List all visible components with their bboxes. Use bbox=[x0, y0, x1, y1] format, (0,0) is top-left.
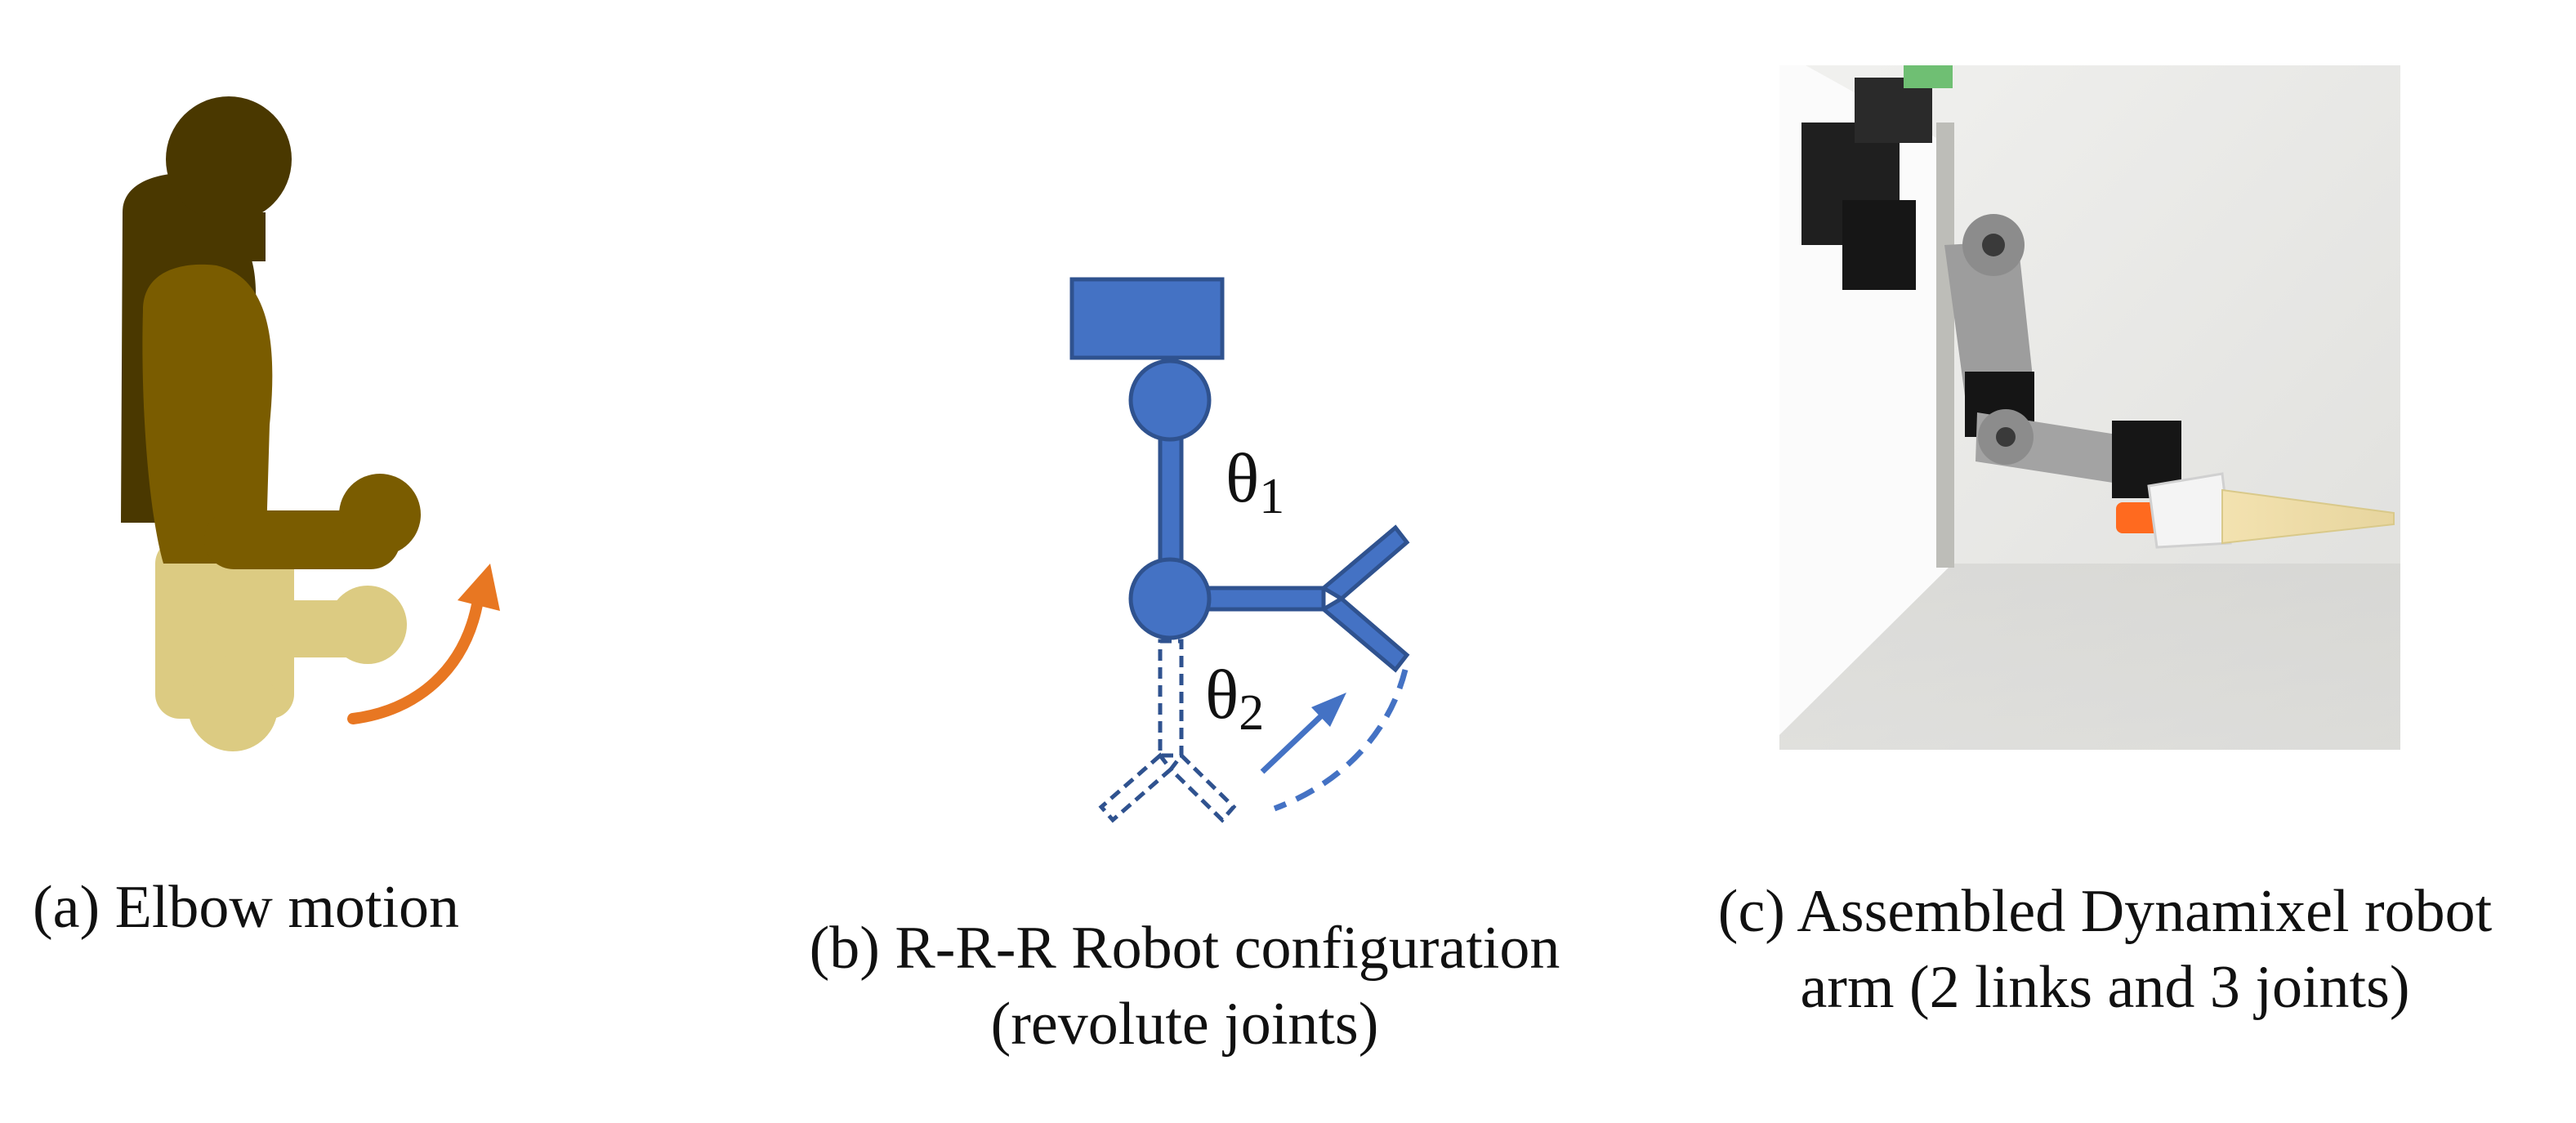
robot-ghost-link bbox=[1098, 639, 1237, 823]
theta-2-sub: 2 bbox=[1239, 685, 1265, 741]
caption-a: (a) Elbow motion bbox=[33, 870, 523, 946]
caption-b: (b) R-R-R Robot configuration (revolute … bbox=[735, 911, 1634, 1062]
theta-1-label: θ1 bbox=[1225, 437, 1284, 526]
caption-b-line-2: (revolute joints) bbox=[990, 990, 1379, 1058]
aluminum-rail bbox=[1936, 123, 1954, 568]
panel-c-robot-photo: (c) Assembled Dynamixel robot arm (2 lin… bbox=[1634, 0, 2576, 1123]
rotation-path bbox=[1273, 669, 1409, 812]
elbow-rotation-arrow bbox=[347, 564, 500, 724]
theta-1-symbol: θ bbox=[1225, 439, 1260, 517]
theta-2-symbol: θ bbox=[1205, 655, 1239, 733]
robot-base bbox=[1069, 277, 1225, 360]
caption-c: (c) Assembled Dynamixel robot arm (2 lin… bbox=[1634, 874, 2576, 1025]
raised-forearm bbox=[204, 474, 421, 569]
caption-a-text: Elbow motion bbox=[114, 874, 460, 941]
robot-joint-2 bbox=[1128, 557, 1212, 640]
caption-c-line-1: (c) Assembled Dynamixel robot bbox=[1717, 878, 2493, 945]
gripper-mount bbox=[2147, 472, 2232, 549]
theta-2-label: θ2 bbox=[1205, 653, 1264, 742]
rotation-arrow bbox=[1260, 693, 1346, 774]
robot-link-2 bbox=[1199, 586, 1326, 612]
panel-a-elbow-motion: (a) Elbow motion bbox=[0, 0, 735, 1123]
servo-1 bbox=[1842, 200, 1916, 290]
panel-b-robot-configuration: θ1 θ2 (b) R-R-R Robot configuration (rev… bbox=[735, 0, 1634, 1123]
robot-joint-1 bbox=[1128, 359, 1212, 442]
robot-link-1 bbox=[1158, 422, 1184, 574]
theta-1-sub: 1 bbox=[1259, 469, 1285, 524]
robot-arm-schematic bbox=[1069, 277, 1410, 823]
human-elbow-figure bbox=[121, 96, 500, 751]
wall-shadow bbox=[1779, 564, 2400, 750]
robot-arm-photo bbox=[1779, 65, 2400, 750]
upper-arm bbox=[142, 264, 273, 564]
caption-c-line-2: arm (2 links and 3 joints) bbox=[1800, 953, 2410, 1021]
ghost-forearm bbox=[155, 539, 407, 751]
soft-gripper bbox=[2221, 488, 2395, 545]
link-1 bbox=[1944, 241, 2034, 396]
robot-gripper bbox=[1319, 524, 1410, 673]
caption-a-marker: (a) bbox=[33, 874, 100, 941]
caption-b-line-1: (b) R-R-R Robot configuration bbox=[809, 915, 1560, 982]
